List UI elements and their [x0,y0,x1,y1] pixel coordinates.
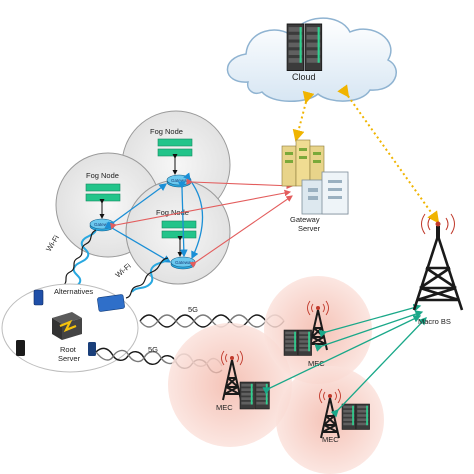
wifi-label-right: Wi-Fi [114,261,133,279]
fog-cluster [55,110,231,285]
phone-icon [16,340,25,356]
root-server-label-2: Server [58,354,81,363]
cloud-label: Cloud [292,72,316,82]
fiveg-label-top: 5G [188,305,198,314]
alternatives-zone: Alternatives Root Server [1,283,139,373]
gateway-server-label-1: Gateway [290,215,320,224]
gateway-server-icon: Gateway Server [281,139,349,233]
alternatives-label: Alternatives [54,287,93,296]
phone-icon [33,289,44,306]
macro-bs-label: Macro BS [418,317,451,326]
gateway-links [109,178,294,268]
gateway-router-label: Gateway [171,178,190,183]
tablet-icon [97,294,125,312]
fog-node-label: Fog Node [86,171,119,180]
root-server-label-1: Root [60,345,77,354]
gateway-router-label: Gateway [175,260,194,265]
fog-node-label: Fog Node [150,127,183,136]
gateway-router-label: Gateway [94,222,113,227]
mec-label: MEC [322,435,339,444]
phone-icon [88,342,96,356]
mec-site-bottom: MEC [318,388,371,444]
mec-label: MEC [216,403,233,412]
wifi-label-left: Wi-Fi [44,233,61,253]
cloud-links [292,84,440,224]
mec-site-left: MEC [216,350,270,412]
fiveg-label-bottom: 5G [148,345,158,354]
mec-label: MEC [308,359,325,368]
mec-zones [168,276,384,474]
mec-backhaul-links [262,303,427,418]
macro-bs-tower: Macro BS [412,213,464,326]
gateway-server-label-2: Server [298,224,321,233]
root-server-icon [52,312,82,340]
